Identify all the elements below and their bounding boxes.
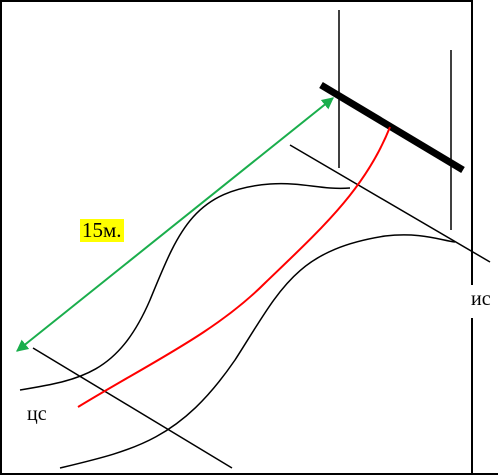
destination-label: цс [27,403,47,425]
distance-label: 15м. [80,218,124,242]
road-edge-upper [19,182,351,391]
source-bar [319,81,465,174]
source-label: ис [471,288,491,310]
distance-arrow [16,97,334,352]
route-line [77,126,391,408]
lower-reference-line [32,347,233,469]
upper-reference-line [289,144,491,263]
